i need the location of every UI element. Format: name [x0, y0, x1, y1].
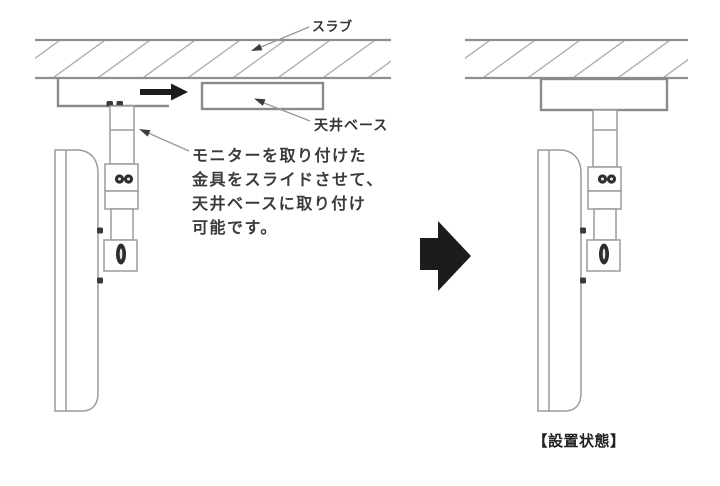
- slide-direction-arrow-icon: [140, 83, 188, 101]
- note-text-line-1: モニターを取り付けた: [192, 146, 367, 165]
- slab-left: [35, 38, 391, 80]
- bracket-screw: [580, 227, 586, 234]
- joint-knob-center: [127, 177, 130, 181]
- pole-lower-section: [110, 208, 134, 241]
- bracket-screw: [580, 277, 586, 284]
- installed-state-caption: 【設置状態】: [532, 432, 625, 450]
- bracket-screw: [97, 227, 103, 234]
- joint-knob-center: [610, 177, 613, 181]
- slab-leader-arrowhead: [251, 43, 263, 51]
- bracket-screw: [97, 277, 103, 284]
- slab-hatch: [465, 40, 688, 78]
- right-step-diagram: 【設置状態】: [465, 38, 688, 450]
- monitor-panel-left: [54, 149, 103, 412]
- ceiling-base-box-right: [539, 77, 669, 112]
- bracket-knob-slot: [119, 248, 123, 260]
- transition-arrow-icon: [420, 221, 471, 291]
- note-text-line-3: 天井ベースに取り付け: [192, 194, 366, 213]
- slab-right: [465, 38, 688, 80]
- monitor-panel-right: [537, 149, 586, 412]
- slab-hatch: [35, 40, 391, 78]
- slab-callout: スラブ: [251, 19, 353, 51]
- note-leader-arrowhead: [139, 129, 151, 137]
- slab-label: スラブ: [312, 19, 353, 34]
- pole-upper-section: [592, 109, 618, 168]
- note-callout: モニターを取り付けた 金具をスライドさせて、 天井ベースに取り付け 可能です。: [139, 129, 384, 237]
- bracket-knob-slot: [602, 248, 606, 260]
- pole-upper-section: [109, 105, 135, 165]
- mount-pole-right: [586, 109, 622, 272]
- note-text-line-2: 金具をスライドさせて、: [191, 170, 384, 189]
- mount-pole-left: [103, 105, 139, 272]
- ceiling-base-leader-arrowhead: [254, 98, 266, 106]
- left-step-diagram: スラブ 天井ベース モニターを取り付けた 金具をスライドさせて、 天井ベースに取…: [35, 19, 391, 412]
- joint-knob-center: [118, 177, 121, 181]
- joint-knob-center: [601, 177, 604, 181]
- slab-leader-line: [260, 26, 310, 48]
- plate-screw: [116, 101, 123, 107]
- ceiling-base-callout: 天井ベース: [254, 98, 388, 133]
- pole-lower-section: [593, 208, 617, 241]
- plate-screw: [106, 101, 113, 107]
- joint-lower-section: [104, 190, 139, 210]
- monitor-outline: [54, 149, 99, 412]
- joint-lower-section: [587, 190, 622, 210]
- ceiling-base-leader-line: [263, 102, 311, 122]
- ceiling-base-label: 天井ベース: [314, 117, 388, 133]
- note-text-line-4: 可能です。: [192, 218, 278, 237]
- monitor-outline: [537, 149, 582, 412]
- note-leader-line: [145, 131, 190, 152]
